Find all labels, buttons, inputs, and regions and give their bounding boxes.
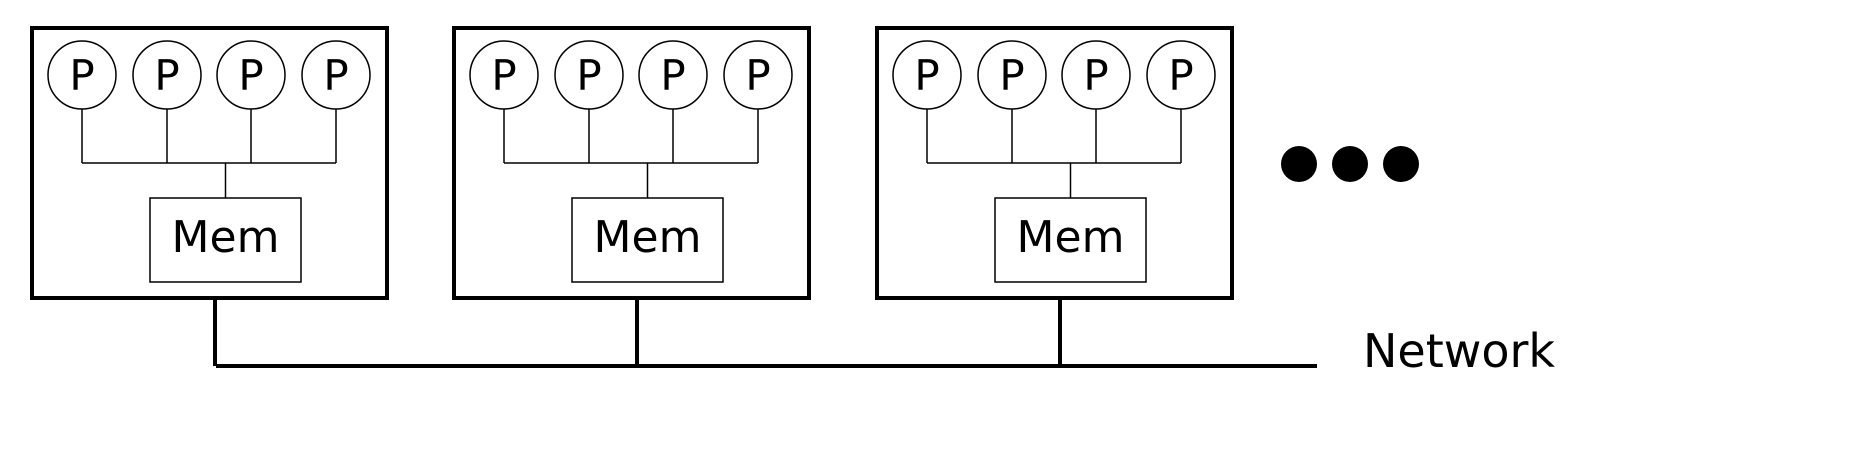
node-box: [875, 26, 1234, 300]
ellipsis-dot: [1383, 146, 1419, 182]
ellipsis-dot: [1332, 146, 1368, 182]
memory-box: [994, 197, 1147, 283]
processor-label: P: [491, 51, 516, 100]
processor-label: P: [914, 51, 939, 100]
processor-label: P: [69, 51, 94, 100]
processor-label: P: [238, 51, 263, 100]
processor-label: P: [576, 51, 601, 100]
network-label: Network: [1363, 324, 1555, 378]
processor-label: P: [323, 51, 348, 100]
memory-box: [149, 197, 302, 283]
processor-label: P: [999, 51, 1024, 100]
node-box: [452, 26, 811, 300]
processor-label: P: [660, 51, 685, 100]
memory-label: Mem: [1017, 212, 1125, 263]
processor-label: P: [1168, 51, 1193, 100]
node-box: [30, 26, 389, 300]
memory-label: Mem: [594, 212, 702, 263]
memory-label: Mem: [172, 212, 280, 263]
processor-label: P: [154, 51, 179, 100]
ellipsis-dot: [1281, 146, 1317, 182]
memory-box: [571, 197, 724, 283]
processor-label: P: [745, 51, 770, 100]
processor-label: P: [1083, 51, 1108, 100]
